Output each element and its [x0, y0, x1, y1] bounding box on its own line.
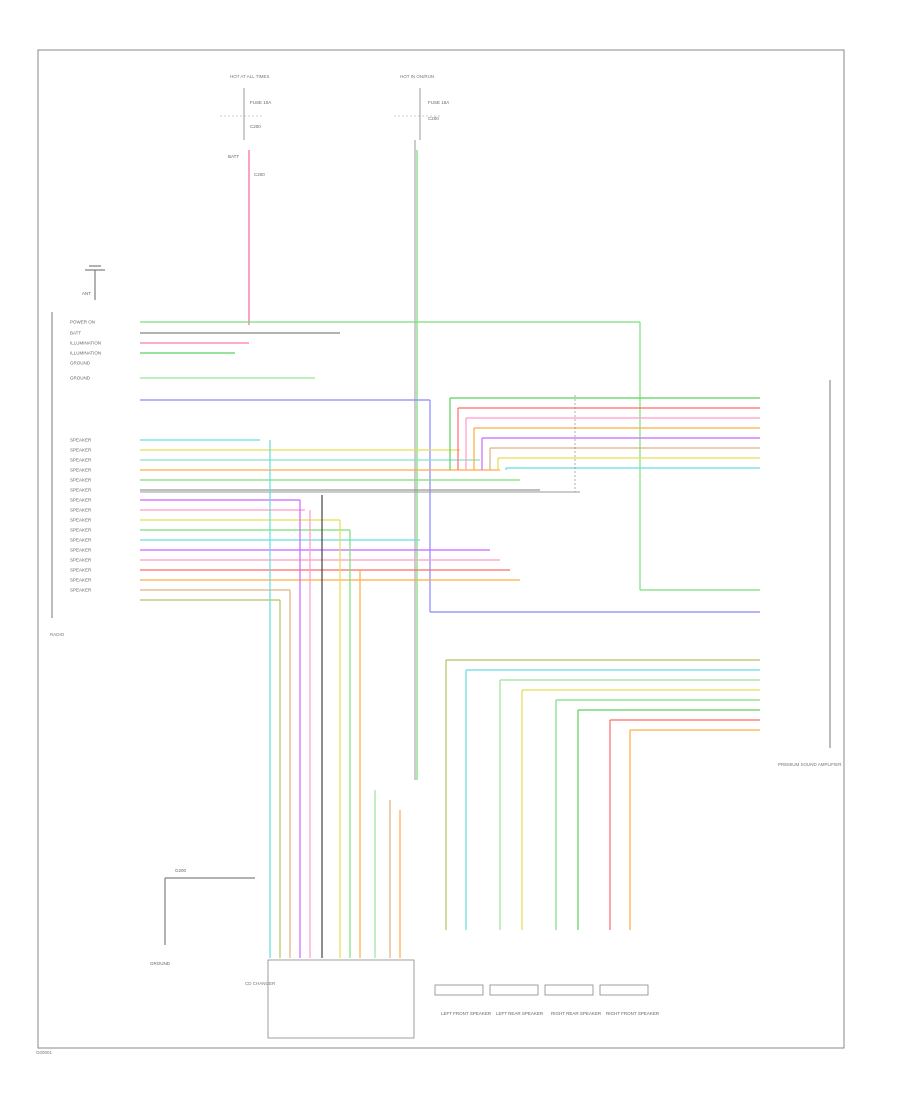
speaker-label: LEFT FRONT SPEAKER — [441, 1011, 492, 1016]
radio-pin-label: POWER ON — [70, 320, 95, 325]
svg-text:GROUND: GROUND — [150, 961, 171, 966]
radio-pin-label: SPEAKER — [70, 438, 92, 443]
cd-changer-wires — [269, 440, 401, 958]
radio-pin-label: SPEAKER — [70, 508, 92, 513]
amplifier-label: PREMIUM SOUND AMPLIFIER — [778, 762, 842, 767]
radio-pin-label: SPEAKER — [70, 558, 92, 563]
radio-pin-label: GROUND — [70, 376, 91, 381]
radio-pin-label: GROUND — [70, 361, 91, 366]
svg-text:FUSE 15A: FUSE 15A — [428, 100, 449, 105]
svg-text:C200: C200 — [428, 116, 439, 121]
radio-pin-label: SPEAKER — [70, 458, 92, 463]
svg-text:FUSE 10A: FUSE 10A — [250, 100, 271, 105]
ground-symbol: G200 GROUND — [150, 868, 255, 966]
antenna-icon: ANT — [82, 265, 105, 300]
top-right-label: HOT IN ON/RUN — [400, 74, 434, 79]
svg-text:C200: C200 — [250, 124, 261, 129]
radio-pin-label: SPEAKER — [70, 568, 92, 573]
radio-pin-label: SPEAKER — [70, 548, 92, 553]
radio-pin-label: SPEAKER — [70, 588, 92, 593]
speakers: LEFT FRONT SPEAKER LEFT REAR SPEAKER RIGHT… — [434, 984, 660, 1016]
speaker-bracket — [489, 984, 539, 996]
figure-id: G00001 — [36, 1050, 53, 1055]
radio-pin-label: SPEAKER — [70, 518, 92, 523]
speaker-wires-left — [140, 439, 540, 601]
radio-pin-label: ILLUMINATION — [70, 351, 101, 356]
radio-pin-label: SPEAKER — [70, 448, 92, 453]
radio-pin-label: SPEAKER — [70, 478, 92, 483]
fuse-group-left: HOT AT ALL TIMES FUSE 10A C200 BATT C200 — [220, 74, 271, 325]
diagram-frame — [37, 49, 845, 1049]
speaker-bracket — [544, 984, 594, 996]
radio-pin-label: SPEAKER — [70, 468, 92, 473]
top-left-label: HOT AT ALL TIMES — [230, 74, 270, 79]
svg-text:C200: C200 — [254, 172, 265, 177]
radio-pin-label: SPEAKER — [70, 538, 92, 543]
radio-pin-label: BATT — [70, 331, 81, 336]
radio-pin-label: SPEAKER — [70, 488, 92, 493]
radio-pin-labels: POWER ON BATT ILLUMINATION ILLUMINATION GROU… — [70, 320, 101, 593]
cd-changer-label: CD CHANGER — [245, 981, 276, 986]
cd-changer-box: CD CHANGER — [245, 959, 415, 1039]
radio-wires — [140, 321, 760, 613]
speaker-label: RIGHT REAR SPEAKER — [551, 1011, 602, 1016]
svg-text:G200: G200 — [175, 868, 187, 873]
speaker-bracket — [434, 984, 484, 996]
radio-pin-label: SPEAKER — [70, 528, 92, 533]
radio-box: RADIO — [50, 312, 65, 637]
radio-pin-label: SPEAKER — [70, 498, 92, 503]
radio-pin-label: SPEAKER — [70, 578, 92, 583]
svg-text:BATT: BATT — [228, 154, 239, 159]
amplifier-box: PREMIUM SOUND AMPLIFIER — [778, 380, 842, 767]
speaker-bracket — [599, 984, 649, 996]
fuse-group-right: HOT IN ON/RUN FUSE 15A C200 — [394, 74, 449, 780]
speaker-label: LEFT REAR SPEAKER — [496, 1011, 544, 1016]
amp-upper-wires — [140, 395, 760, 493]
svg-text:ANT: ANT — [82, 291, 91, 296]
amp-lower-wires — [445, 659, 760, 930]
speaker-label: RIGHT FRONT SPEAKER — [606, 1011, 660, 1016]
radio-pin-label: ILLUMINATION — [70, 341, 101, 346]
radio-label: RADIO — [50, 632, 65, 637]
